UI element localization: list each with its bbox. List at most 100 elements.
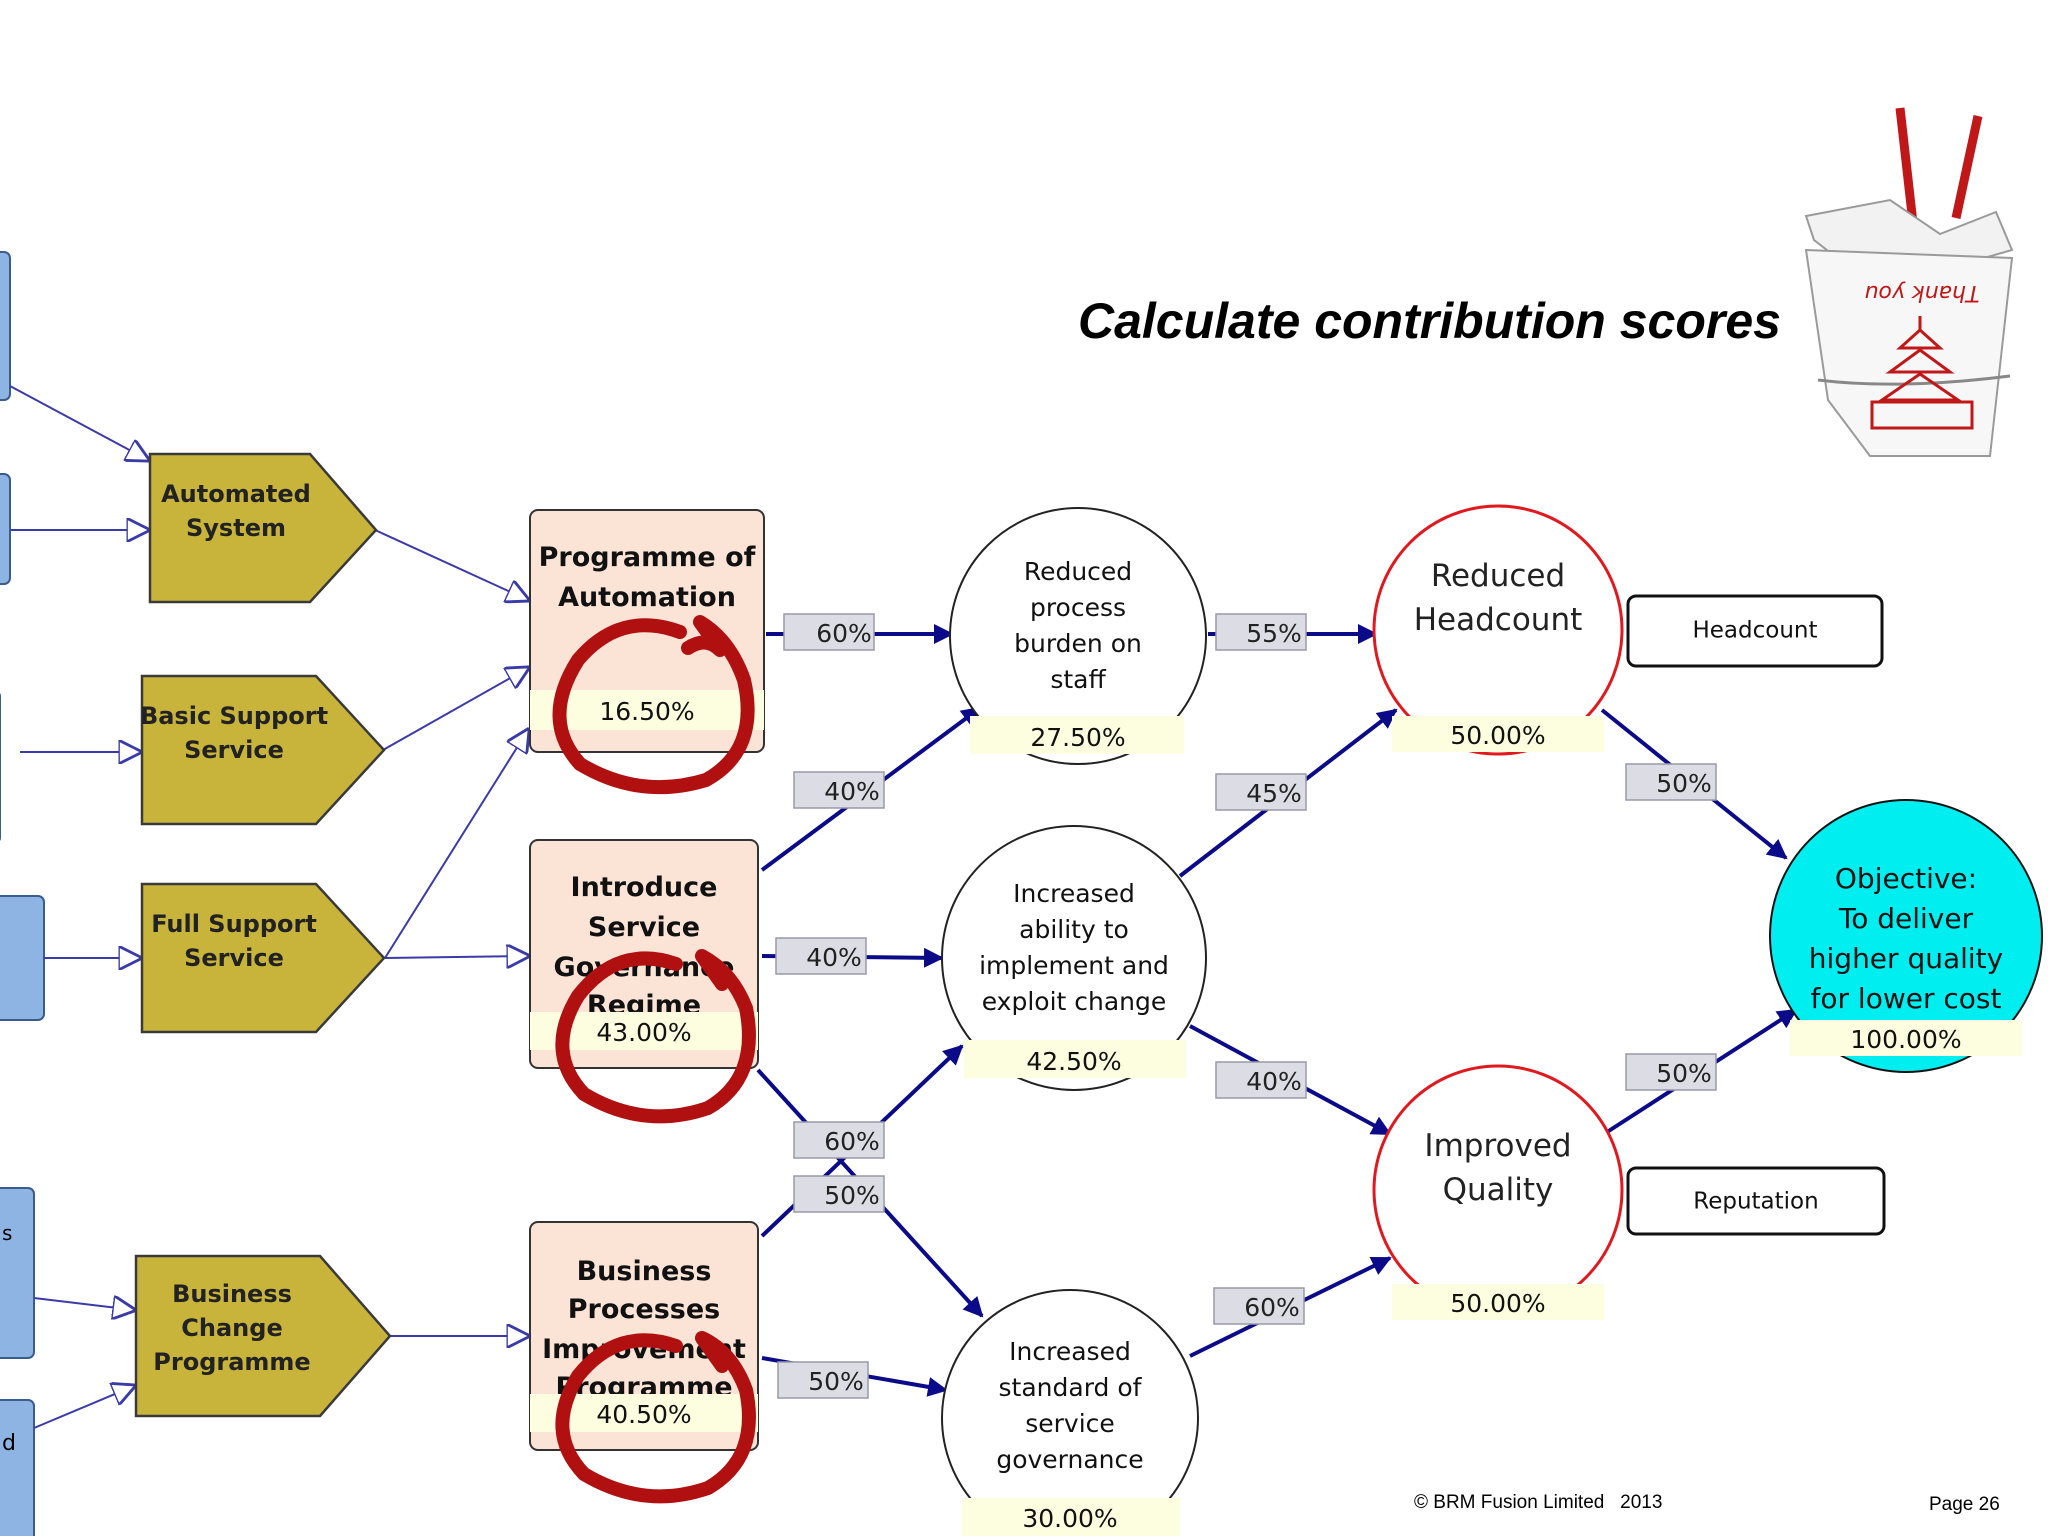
outcome-score-box [970,716,1184,754]
weight-label: 45% [1246,779,1302,808]
project-score: 43.00% [596,1018,691,1047]
pagoda-roof [1885,348,1955,374]
outcome-circle [949,507,1207,765]
takeout-box-icon: Thank you [1804,107,2014,457]
outcome-score: 42.50% [1026,1047,1121,1076]
edge-box-5 [0,1187,35,1359]
weight-box [793,771,885,809]
weight-label: 40% [1246,1067,1302,1096]
input-connectors [9,385,528,1429]
slide-title: Calculate contribution scores [1078,293,1781,349]
weight-label: 40% [824,777,880,806]
weight-label: 60% [816,619,872,648]
connector [384,956,528,958]
capability-shape [148,452,378,604]
project-score: 40.50% [596,1400,691,1429]
weight-box [1215,1061,1307,1099]
measure-reputation: Reputation [1626,1166,1886,1236]
connector [382,668,528,751]
annotation-loop [555,949,756,1124]
left-edge-boxes: s d [0,251,45,1536]
connector [33,1386,134,1429]
benefit-score: 50.00% [1450,1289,1545,1318]
outcome-score-box [962,1498,1180,1536]
benefit-score: 50.00% [1450,721,1545,750]
weight-box [793,1121,885,1159]
chopstick [1951,115,1983,219]
edge-box-2 [0,473,11,585]
weight-label: 50% [1656,1059,1712,1088]
red-annotations [552,615,756,1504]
connector [374,529,528,600]
benefit-score-box [1392,1284,1604,1320]
measure-label: Reputation [1693,1189,1818,1215]
weight-label: 55% [1246,619,1302,648]
outcome-score-box [964,1040,1186,1078]
pagoda-roof [1877,372,1963,402]
weight-box [1625,1053,1717,1091]
pagoda-roof [1896,327,1944,350]
weight-label: 40% [806,943,862,972]
pagoda-base [1870,400,1974,430]
measure-headcount: Headcount [1626,594,1884,668]
weight-box [1625,763,1717,801]
connector [9,385,148,460]
outcome-circle [941,1289,1199,1536]
weight-label: 50% [824,1181,880,1210]
box-body [1804,248,2014,457]
box-text: Thank you [1865,280,1980,305]
pagoda-icon [1870,316,1974,430]
weight-label: 60% [1244,1293,1300,1322]
capability-shape [140,882,386,1034]
edge-box-4 [0,895,45,1021]
outcome-score: 30.00% [1022,1504,1117,1533]
weight-box [777,1361,869,1399]
project-score: 16.50% [599,697,694,726]
weight-box [775,937,867,975]
capability-shape [140,674,386,826]
weight-box [1213,1287,1305,1325]
weight-box [783,613,875,651]
edge-fragment-s: s [2,1221,12,1245]
edge-box-6 [0,1399,35,1536]
edge-box-1 [0,251,11,401]
weight-box [1215,773,1307,811]
weight-label: 60% [824,1127,880,1156]
measure-box [1626,1166,1886,1236]
weighted-arrows [756,624,1798,1397]
annotation-loop [555,1331,756,1504]
annotation-loop [552,615,755,795]
copyright-footer: © BRM Fusion Limited 2013 [1414,1492,1663,1513]
weight-label: 50% [1656,769,1712,798]
weight-labels: 60% 40% 40% 60% 50% 50% 55% 45% 40% 60% … [775,613,1717,1399]
weight-box [1215,613,1307,651]
outcome-score: 27.50% [1030,723,1125,752]
capability-shape [134,1254,392,1418]
connector [33,1298,134,1310]
chopstick [1895,107,1919,233]
benefit-circle [1372,504,1624,756]
objective-circle [1769,799,2043,1073]
page-number: Page 26 [1929,1494,2000,1515]
edge-fragment-d: d [2,1431,16,1456]
